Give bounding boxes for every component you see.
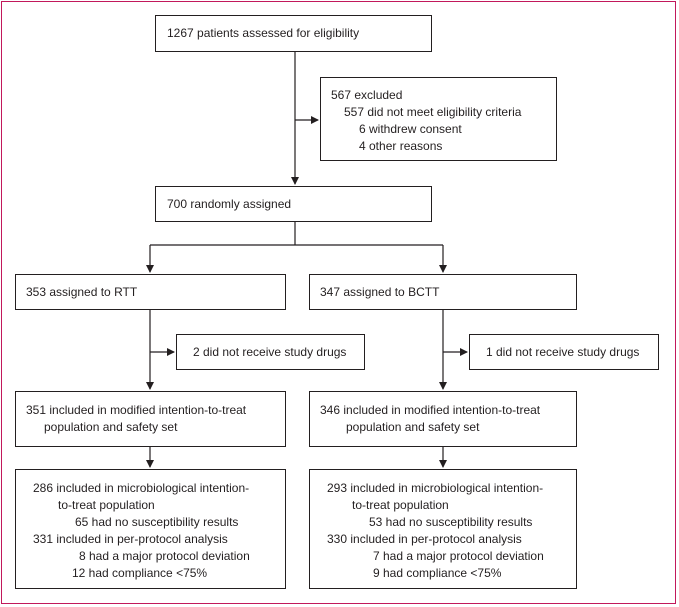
rtt-micro-line: 8 had a major protocol deviation — [79, 549, 250, 563]
rtt-mitt-line: 351 included in modified intention-to-tr… — [26, 403, 247, 417]
rtt-mitt-line: population and safety set — [44, 420, 178, 434]
rtt-assigned-box: 353 assigned to RTT — [15, 274, 286, 310]
bctt-assigned-box: 347 assigned to BCTT — [309, 274, 577, 310]
excluded-box: 567 excluded 557 did not meet eligibilit… — [320, 77, 557, 161]
bctt-micro-line: 7 had a major protocol deviation — [373, 549, 544, 563]
excluded-title: 567 excluded — [331, 88, 403, 102]
excluded-reason: 557 did not meet eligibility criteria — [344, 105, 522, 119]
rtt-micro-box: 286 included in microbiological intentio… — [15, 469, 286, 589]
rtt-micro-line: 12 had compliance <75% — [72, 566, 208, 580]
assessed-text: 1267 patients assessed for eligibility — [167, 26, 360, 40]
bctt-micro-line: 53 had no susceptibility results — [369, 515, 533, 529]
bctt-micro-box: 293 included in microbiological intentio… — [309, 469, 577, 589]
rtt-micro-line: 331 included in per-protocol analysis — [33, 532, 228, 546]
bctt-no-drug-box: 1 did not receive study drugs — [469, 334, 659, 370]
bctt-assigned-text: 347 assigned to BCTT — [320, 285, 440, 299]
randomised-text: 700 randomly assigned — [167, 197, 292, 211]
excluded-reason: 6 withdrew consent — [359, 122, 462, 136]
rtt-no-drug-box: 2 did not receive study drugs — [176, 334, 365, 370]
rtt-mitt-box: 351 included in modified intention-to-tr… — [15, 391, 286, 447]
bctt-micro-line: 330 included in per-protocol analysis — [327, 532, 522, 546]
bctt-mitt-line: population and safety set — [346, 420, 480, 434]
bctt-mitt-box: 346 included in modified intention-to-tr… — [309, 391, 577, 447]
bctt-mitt-line: 346 included in modified intention-to-tr… — [320, 403, 541, 417]
rtt-micro-line: 286 included in microbiological intentio… — [33, 481, 250, 495]
assessed-box: 1267 patients assessed for eligibility — [155, 15, 432, 52]
bctt-micro-line: to-treat population — [352, 498, 449, 512]
excluded-reason: 4 other reasons — [359, 139, 443, 153]
bctt-micro-line: 9 had compliance <75% — [373, 566, 502, 580]
rtt-assigned-text: 353 assigned to RTT — [26, 285, 138, 299]
rtt-micro-line: to-treat population — [58, 498, 155, 512]
bctt-micro-line: 293 included in microbiological intentio… — [327, 481, 544, 495]
bctt-no-drug-text: 1 did not receive study drugs — [486, 345, 640, 359]
rtt-no-drug-text: 2 did not receive study drugs — [193, 345, 347, 359]
randomised-box: 700 randomly assigned — [155, 186, 432, 222]
rtt-micro-line: 65 had no susceptibility results — [75, 515, 239, 529]
